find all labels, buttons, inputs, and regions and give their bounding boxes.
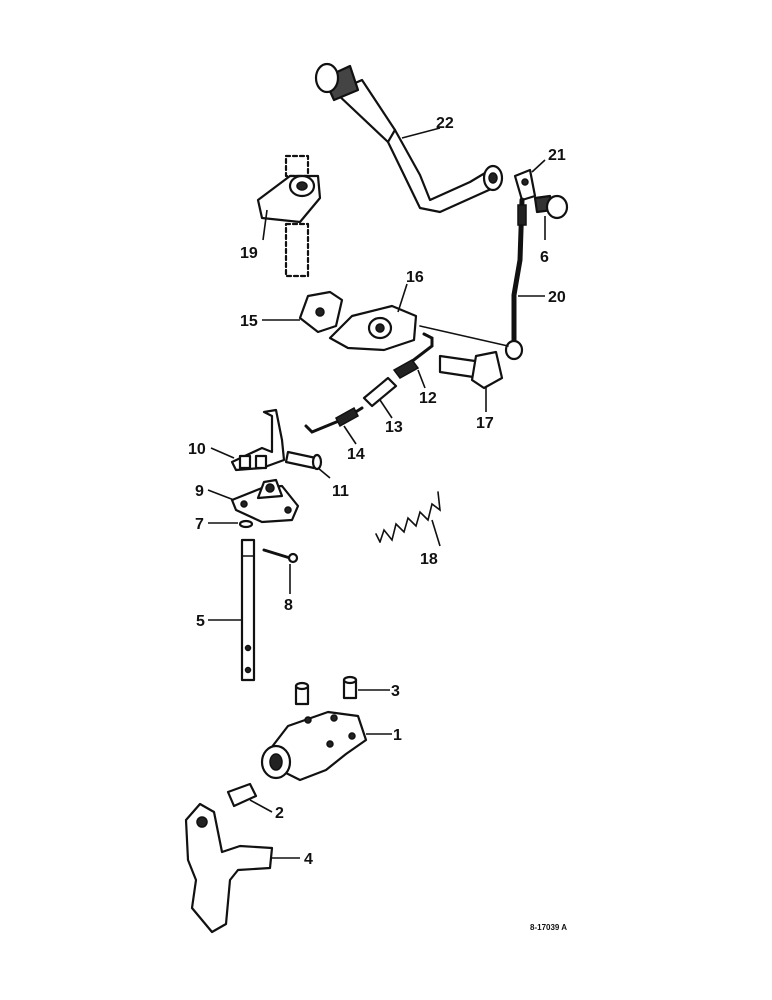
callout-16: 16 bbox=[406, 269, 424, 286]
part-13-sleeve bbox=[362, 376, 398, 408]
part-1-housing bbox=[260, 710, 368, 782]
callout-15: 15 bbox=[240, 313, 258, 330]
callout-3: 3 bbox=[391, 683, 400, 700]
part-12-rod bbox=[392, 332, 434, 379]
callout-13: 13 bbox=[385, 419, 403, 436]
callout-5: 5 bbox=[196, 613, 205, 630]
callout-12: 12 bbox=[419, 390, 437, 407]
callout-7: 7 bbox=[195, 516, 204, 533]
callout-labels: 1 2 3 4 5 6 7 8 9 10 11 12 13 14 15 16 1… bbox=[188, 115, 567, 932]
part-22-shift-lever bbox=[314, 62, 504, 214]
part-7-ring bbox=[238, 519, 254, 529]
callout-9: 9 bbox=[195, 483, 204, 500]
callout-11: 11 bbox=[332, 483, 349, 500]
part-6-pin bbox=[533, 194, 569, 220]
callout-21: 21 bbox=[548, 147, 566, 164]
part-8-pin bbox=[262, 548, 299, 564]
callout-14: 14 bbox=[347, 446, 365, 463]
callout-17: 17 bbox=[476, 415, 494, 432]
part-21-clevis bbox=[513, 168, 537, 202]
part-5-shift-rail bbox=[240, 538, 256, 682]
callout-22: 22 bbox=[436, 115, 454, 132]
part-11-pin bbox=[284, 450, 323, 471]
callout-6: 6 bbox=[540, 249, 549, 266]
callout-2: 2 bbox=[275, 805, 284, 822]
part-15-bracket bbox=[298, 290, 344, 334]
callout-10: 10 bbox=[188, 441, 206, 458]
callout-18: 18 bbox=[420, 551, 438, 568]
part-10-fork bbox=[230, 408, 286, 472]
callout-4: 4 bbox=[304, 851, 313, 868]
part-19-lever bbox=[256, 154, 322, 278]
callout-20: 20 bbox=[548, 289, 566, 306]
part-3-dowels bbox=[294, 675, 358, 706]
part-4-shift-finger bbox=[184, 802, 274, 934]
drawing-code: 8-17039 A bbox=[530, 923, 567, 932]
callout-19: 19 bbox=[240, 245, 258, 262]
part-17-bolt bbox=[438, 350, 504, 390]
part-18-spring bbox=[375, 491, 441, 543]
part-9-base bbox=[230, 478, 300, 524]
part-14-rod bbox=[304, 406, 364, 434]
callout-1: 1 bbox=[393, 727, 402, 744]
callout-8: 8 bbox=[284, 597, 293, 614]
part-16-bracket bbox=[328, 304, 418, 352]
leader-lines bbox=[207, 127, 546, 859]
part-2-pin bbox=[226, 782, 258, 808]
part-20-shift-rod bbox=[419, 197, 527, 361]
